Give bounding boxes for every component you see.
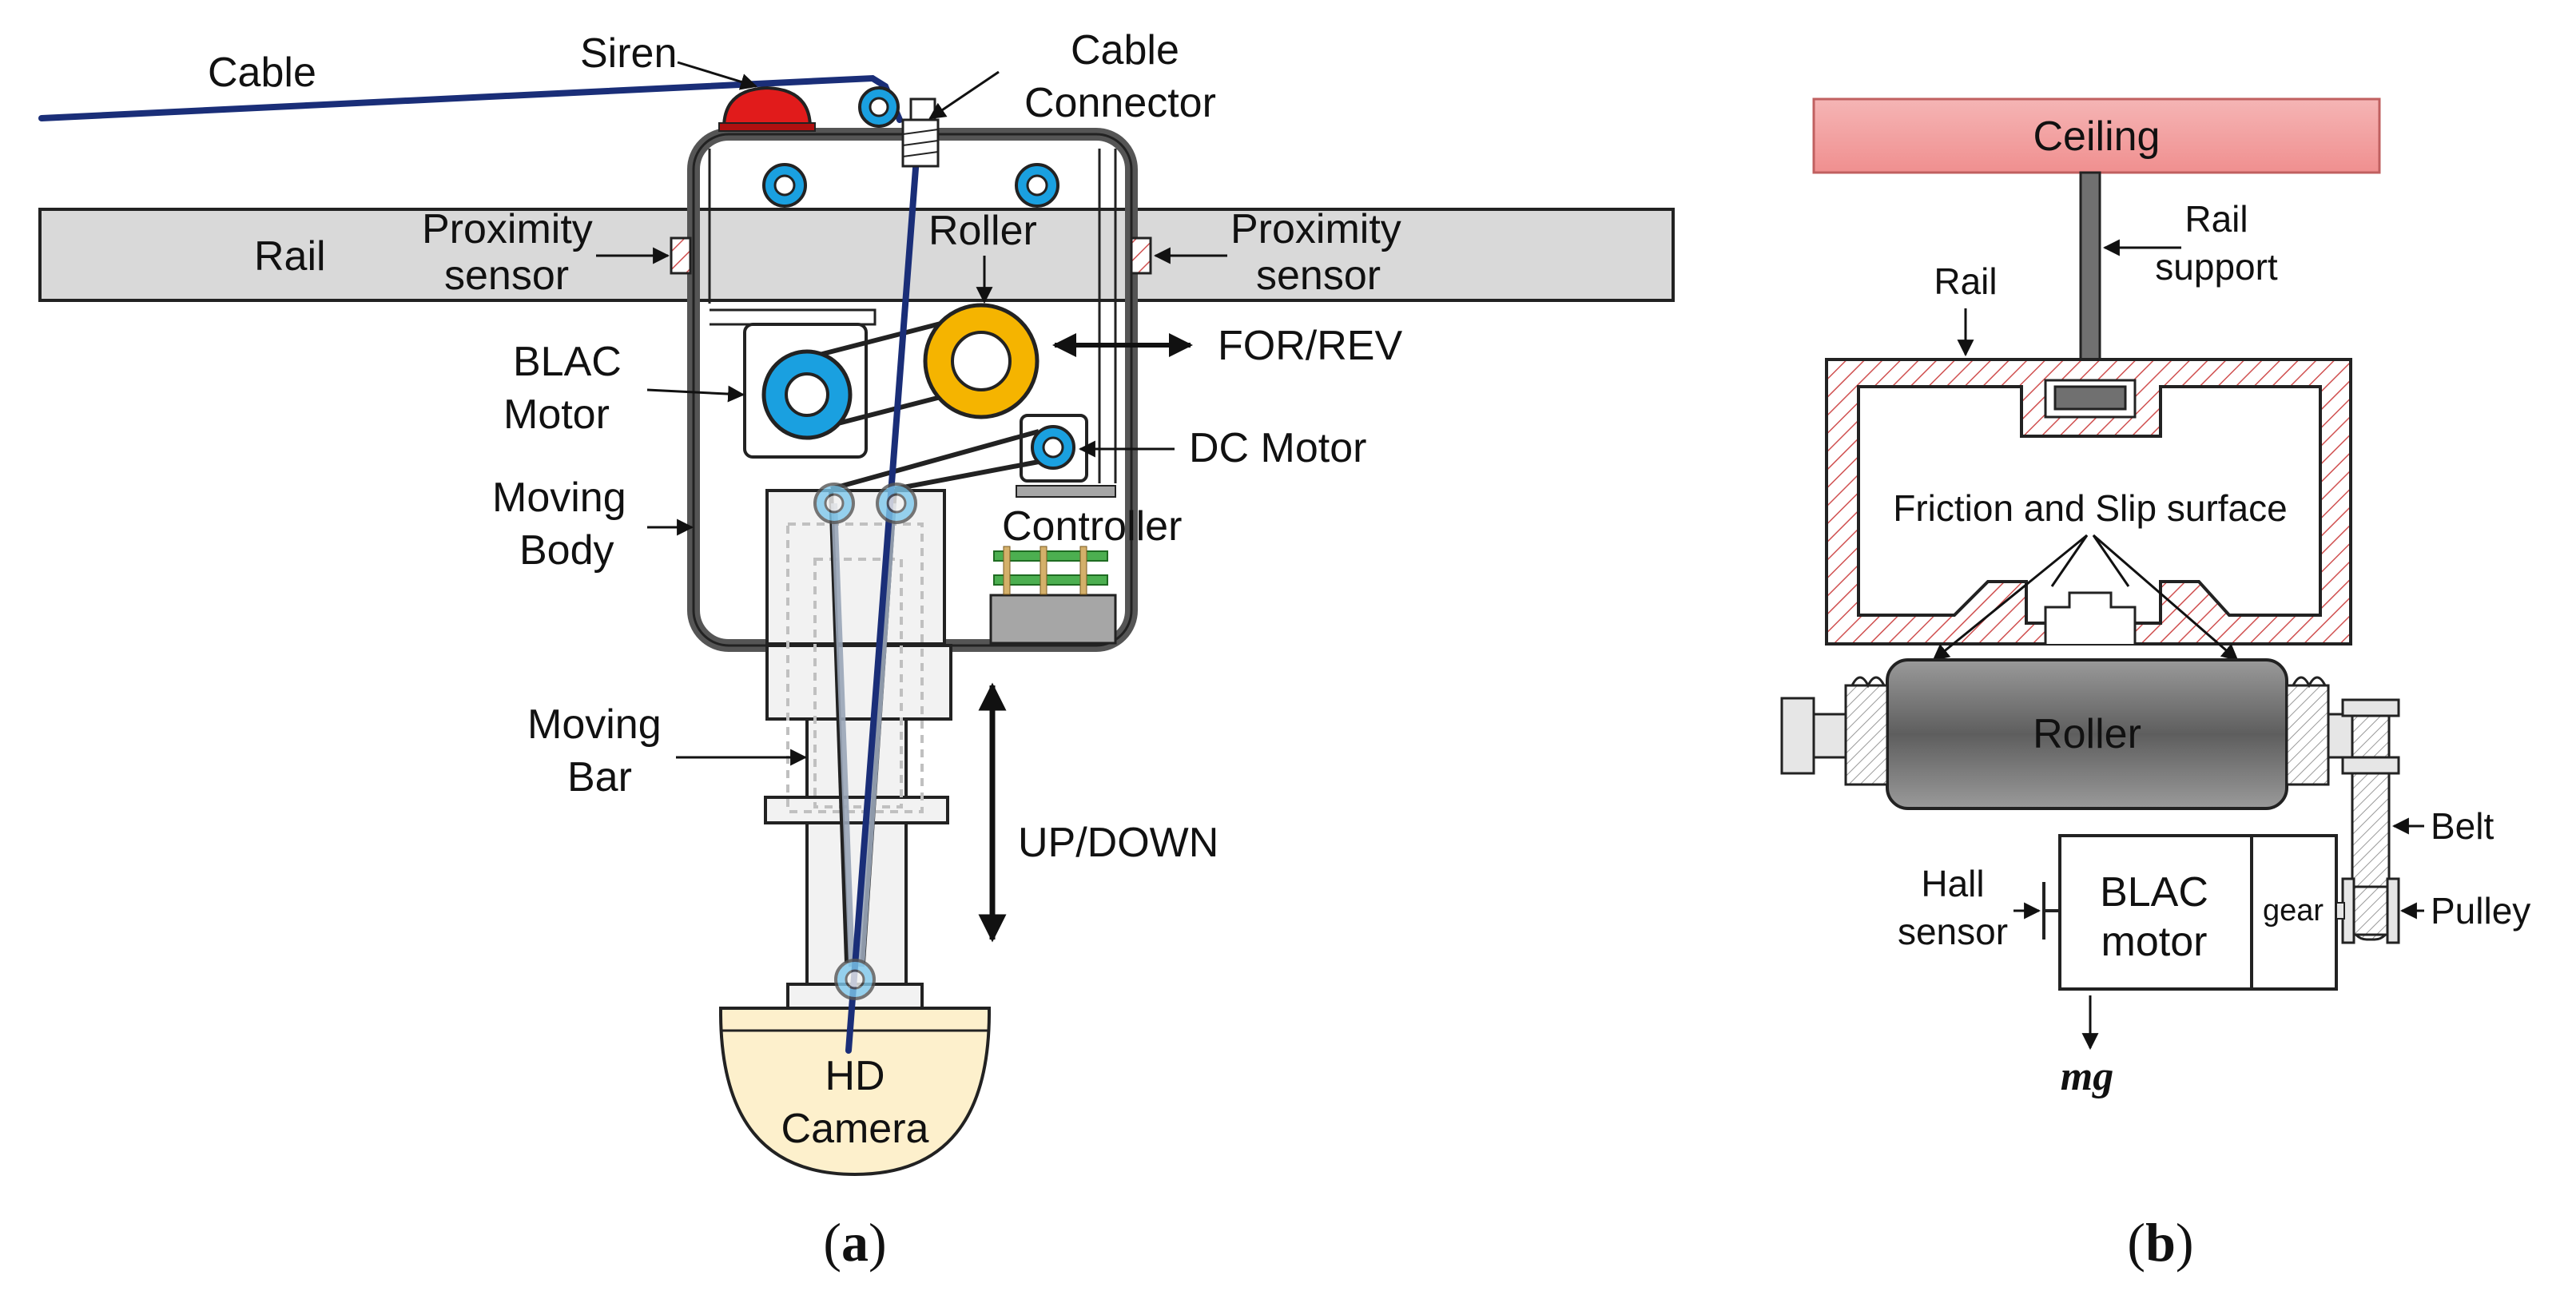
label-cable: Cable [208, 50, 316, 96]
label-blac-b-1: BLAC [2100, 869, 2208, 916]
label-controller: Controller [1002, 503, 1182, 550]
label-hall-1: Hall [1921, 863, 1984, 904]
label-pulley: Pulley [2431, 890, 2530, 932]
label-moving-bar-2: Bar [567, 754, 632, 800]
ceiling-block [1812, 97, 2381, 174]
blac-motor-box [2058, 834, 2338, 991]
label-siren: Siren [580, 30, 677, 77]
caption-b: (b) [2127, 1212, 2193, 1273]
bar-pulley-bottom [834, 959, 876, 1000]
bar-pulley-left [813, 483, 855, 524]
label-cable-connector-2: Connector [1024, 80, 1216, 126]
label-hd-camera-2: Camera [781, 1106, 929, 1152]
label-gear: gear [2263, 894, 2324, 928]
pulley-inner-left [762, 163, 807, 208]
roller-wheel [923, 303, 1040, 419]
hall-sensor [2042, 882, 2060, 939]
dc-motor-pulley [1031, 425, 1075, 470]
label-rail-support-1: Rail [2184, 198, 2248, 240]
right-axle [2285, 676, 2354, 786]
label-blac-2: Motor [503, 391, 610, 438]
label-prox-right-1: Proximity [1230, 206, 1401, 252]
blac-motor-pulley [761, 349, 853, 440]
pulley-inner-right [1015, 163, 1059, 208]
label-dc-motor: DC Motor [1189, 425, 1366, 471]
label-hd-camera-1: HD [825, 1053, 885, 1099]
label-friction: Friction and Slip surface [1893, 487, 2287, 529]
label-blac-1: BLAC [513, 339, 622, 385]
pulley-b-bottom [2341, 877, 2400, 944]
rail-bar [38, 208, 1675, 302]
label-blac-b-2: motor [2101, 919, 2208, 965]
label-rail-b: Rail [1934, 260, 1997, 302]
proximity-sensor-right [1130, 236, 1152, 275]
label-moving-body-2: Body [519, 527, 614, 574]
controller-block [989, 594, 1117, 645]
bar-pulley-right [876, 483, 917, 524]
panel-b: Ceiling Friction and Slip surface Roller [1780, 97, 2530, 1273]
label-prox-right-2: sensor [1256, 252, 1381, 299]
label-belt: Belt [2431, 805, 2494, 847]
left-axle [1780, 676, 1889, 786]
label-for-rev: FOR/REV [1218, 323, 1402, 369]
pulley-top [858, 86, 900, 128]
label-mg: mg [2061, 1054, 2113, 1099]
pulley-b-top [2341, 698, 2400, 775]
label-up-down: UP/DOWN [1018, 820, 1218, 866]
label-moving-body-1: Moving [492, 475, 626, 521]
cable-connector [901, 97, 940, 168]
label-rail-support-2: support [2155, 246, 2278, 288]
proximity-sensor-left [670, 236, 692, 275]
label-cable-connector-1: Cable [1071, 27, 1179, 73]
hd-camera-dome [718, 1007, 992, 1177]
label-moving-bar-1: Moving [527, 701, 662, 748]
caption-a: (a) [823, 1212, 886, 1273]
label-roller-a: Roller [928, 208, 1037, 254]
label-rail: Rail [254, 233, 326, 280]
label-hall-2: sensor [1898, 911, 2008, 952]
label-roller-b: Roller [2033, 711, 2141, 757]
label-prox-left-2: sensor [444, 252, 569, 299]
label-ceiling: Ceiling [2033, 113, 2161, 160]
panel-a: Cable Siren Cable Connector Rail Proximi… [38, 27, 1675, 1273]
controller-board [993, 546, 1108, 595]
label-prox-left-1: Proximity [422, 206, 593, 252]
siren [722, 85, 813, 129]
rail-support [2079, 171, 2101, 390]
